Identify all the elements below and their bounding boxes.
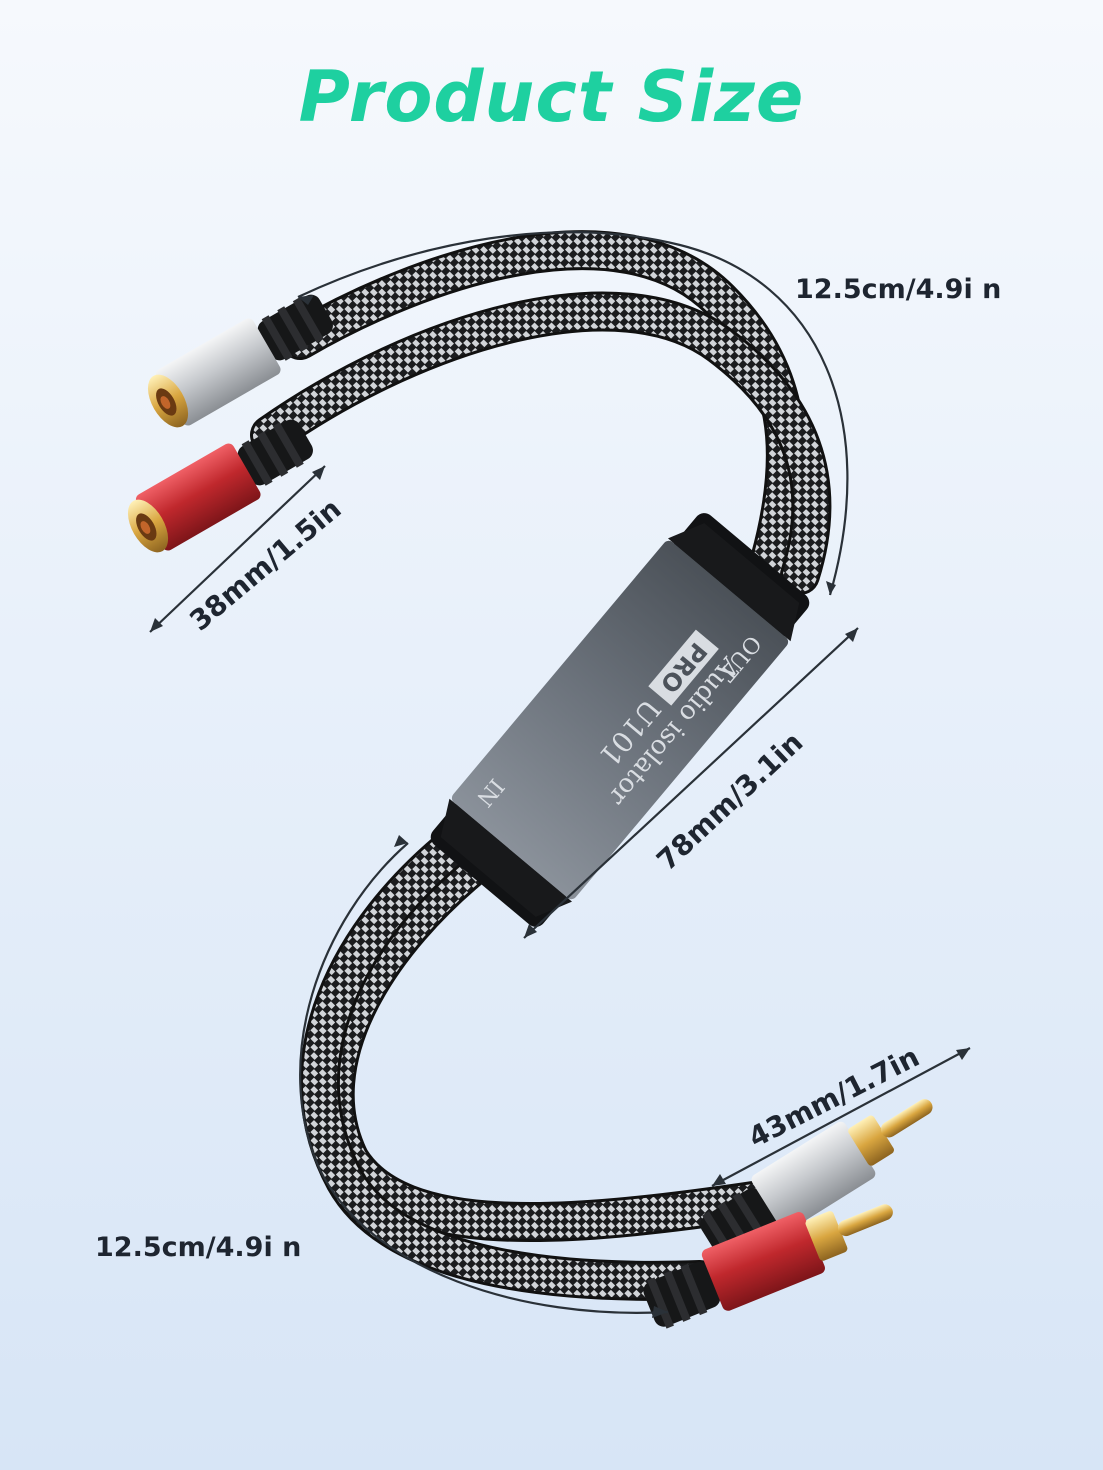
dimension-lines (149, 231, 971, 1318)
page-title: Product Size (298, 56, 805, 138)
braided-cables (250, 230, 832, 1301)
bottom-cable-length-label: 12.5cm/4.9i n (95, 1232, 301, 1263)
brand-badge (648, 629, 719, 706)
silver-female-connector (147, 294, 333, 428)
top-cable-length-label: 12.5cm/4.9i n (795, 274, 1001, 305)
red-female-connector (127, 419, 313, 553)
